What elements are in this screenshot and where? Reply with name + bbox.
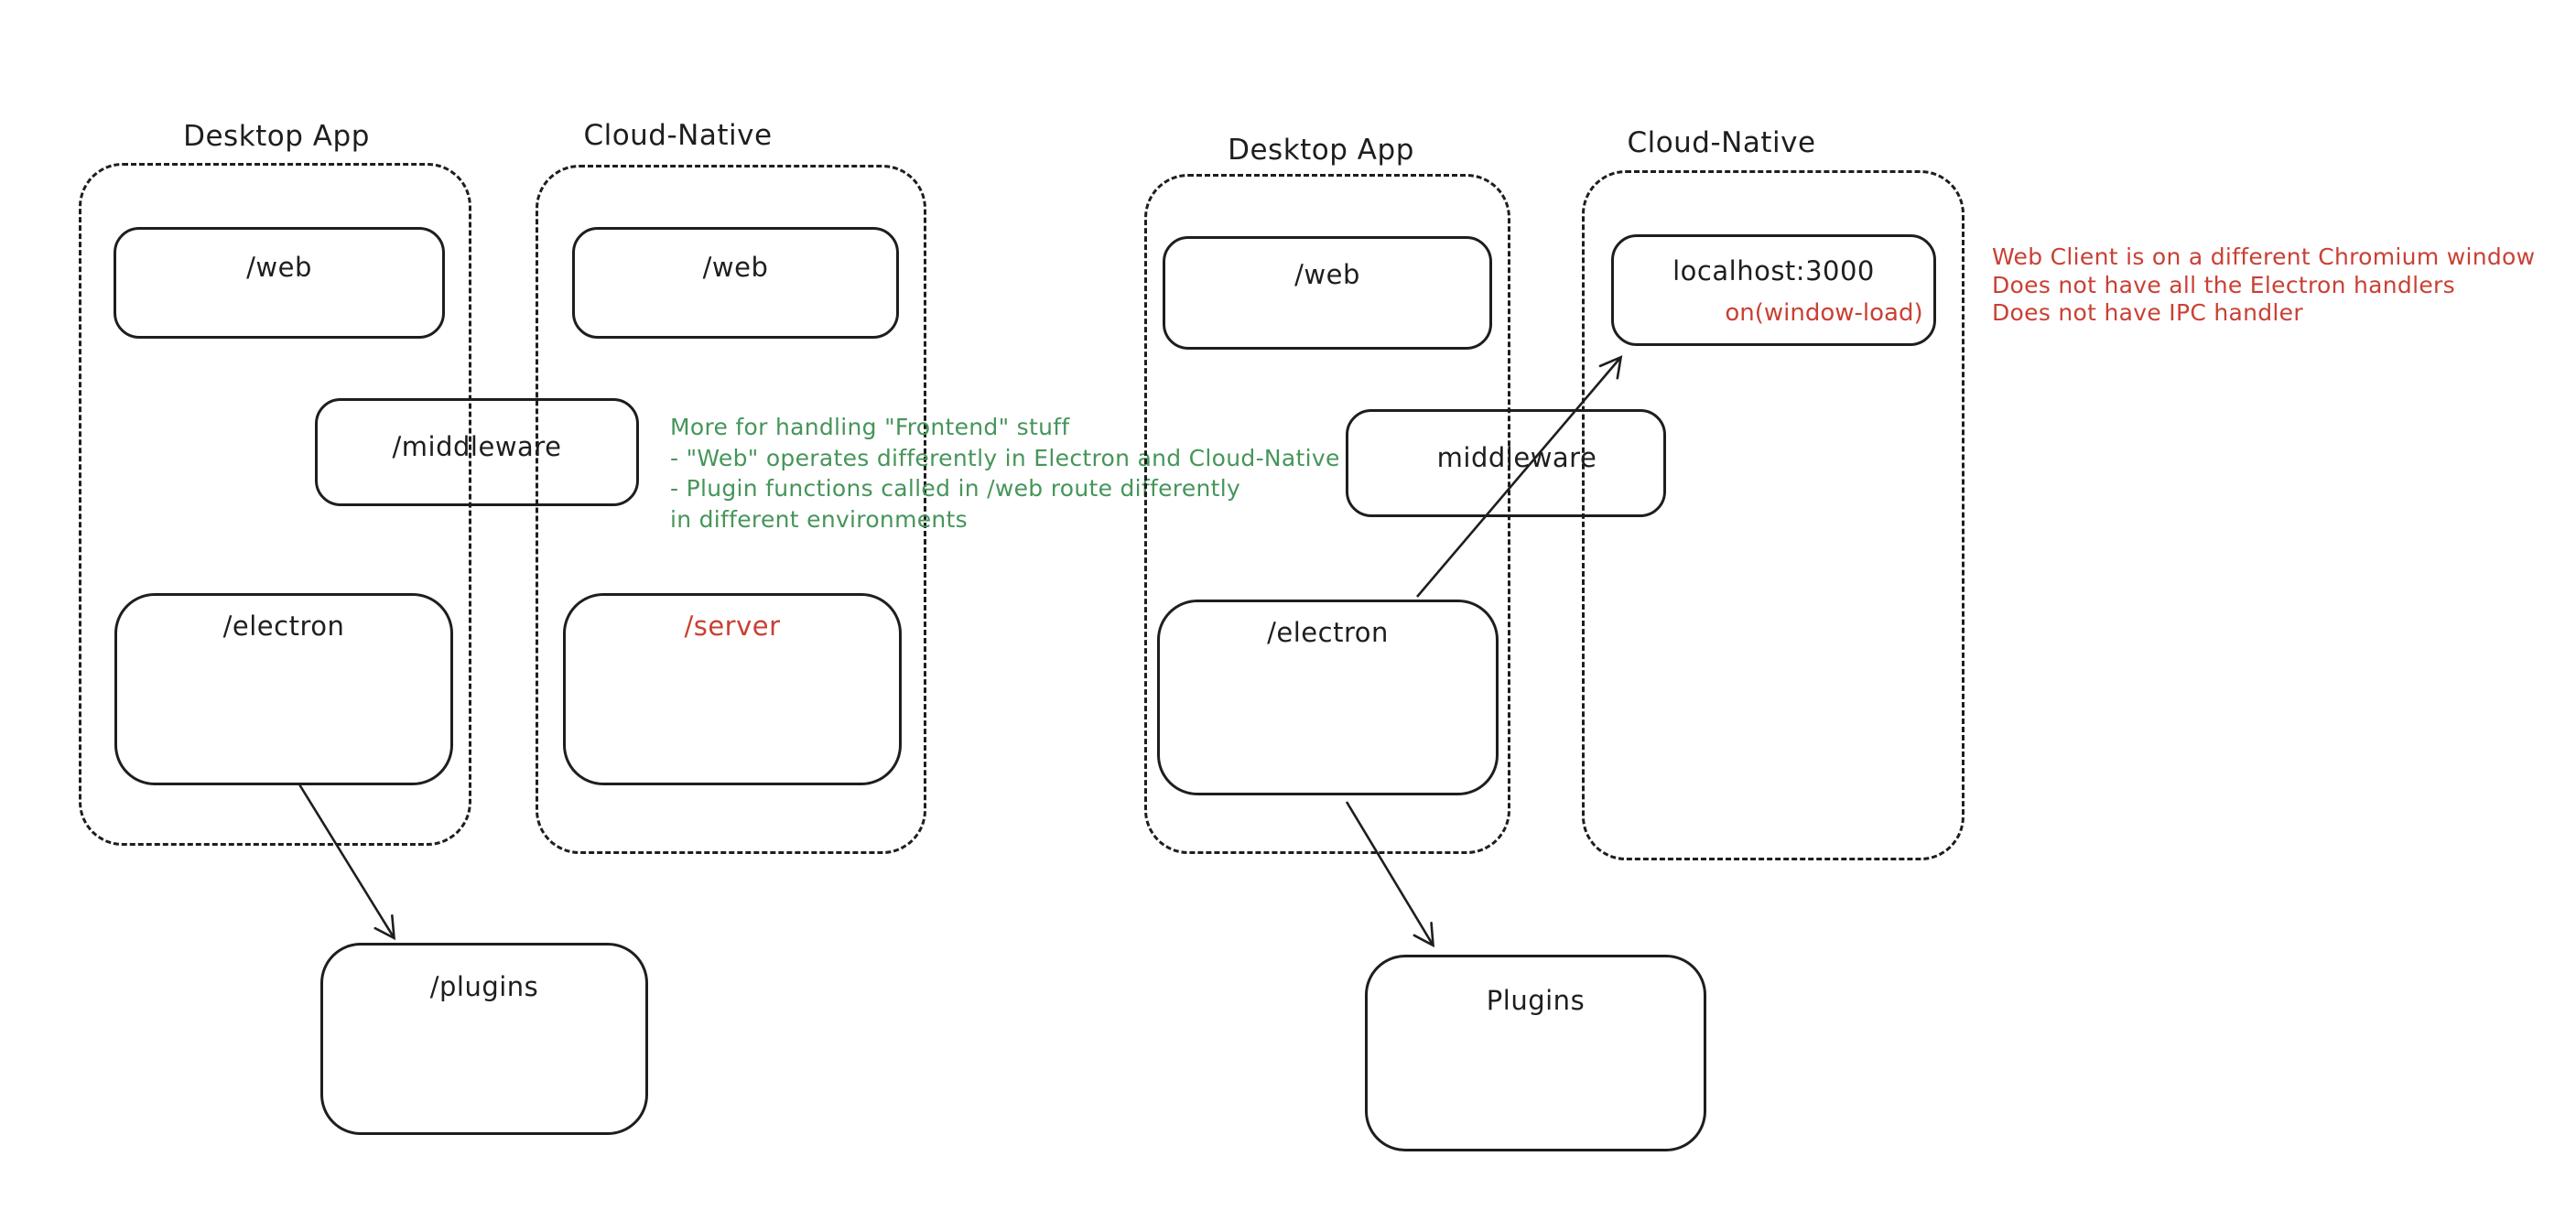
left-middleware-label: /middleware bbox=[392, 431, 562, 462]
right-window-load-label: on(window-load) bbox=[1725, 299, 1923, 327]
right-middleware-box: middleware bbox=[1346, 409, 1666, 517]
right-plugins-box: Plugins bbox=[1365, 955, 1706, 1151]
left-desktop-title: Desktop App bbox=[183, 120, 370, 153]
red-annotation-line: Does not have IPC handler bbox=[1992, 299, 2303, 326]
red-annotation-line: Does not have all the Electron handlers bbox=[1992, 271, 2455, 298]
left-electron-label: /electron bbox=[222, 611, 345, 642]
right-localhost-box: localhost:3000 on(window-load) bbox=[1611, 234, 1936, 346]
right-plugins-label: Plugins bbox=[1486, 985, 1586, 1016]
right-desktop-web-label: /web bbox=[1294, 259, 1360, 290]
left-plugins-box: /plugins bbox=[320, 943, 648, 1135]
right-localhost-label: localhost:3000 bbox=[1672, 255, 1875, 286]
right-desktop-web-box: /web bbox=[1163, 236, 1492, 350]
right-electron-box: /electron bbox=[1157, 600, 1499, 795]
left-middleware-box: /middleware bbox=[315, 398, 639, 506]
left-server-box: /server bbox=[563, 593, 902, 785]
left-desktop-web-label: /web bbox=[246, 252, 312, 283]
red-annotation: Web Client is on a different Chromium wi… bbox=[1992, 243, 2535, 328]
right-electron-label: /electron bbox=[1267, 617, 1389, 648]
right-cloud-title: Cloud-Native bbox=[1627, 126, 1816, 159]
left-cloud-web-box: /web bbox=[572, 227, 899, 339]
left-cloud-title: Cloud-Native bbox=[583, 119, 773, 152]
left-plugins-label: /plugins bbox=[429, 971, 539, 1002]
left-desktop-web-box: /web bbox=[114, 227, 445, 339]
red-annotation-line: Web Client is on a different Chromium wi… bbox=[1992, 243, 2536, 270]
green-annotation-line: - "Web" operates differently in Electron… bbox=[670, 444, 1340, 471]
green-annotation-line: More for handling "Frontend" stuff bbox=[670, 414, 1070, 440]
right-desktop-title: Desktop App bbox=[1228, 134, 1414, 167]
left-electron-box: /electron bbox=[114, 593, 453, 785]
left-server-label: /server bbox=[684, 611, 781, 642]
green-annotation-line: in different environments bbox=[670, 505, 968, 533]
right-middleware-label: middleware bbox=[1436, 442, 1597, 473]
left-cloud-container bbox=[536, 165, 926, 854]
left-cloud-web-label: /web bbox=[702, 252, 769, 283]
